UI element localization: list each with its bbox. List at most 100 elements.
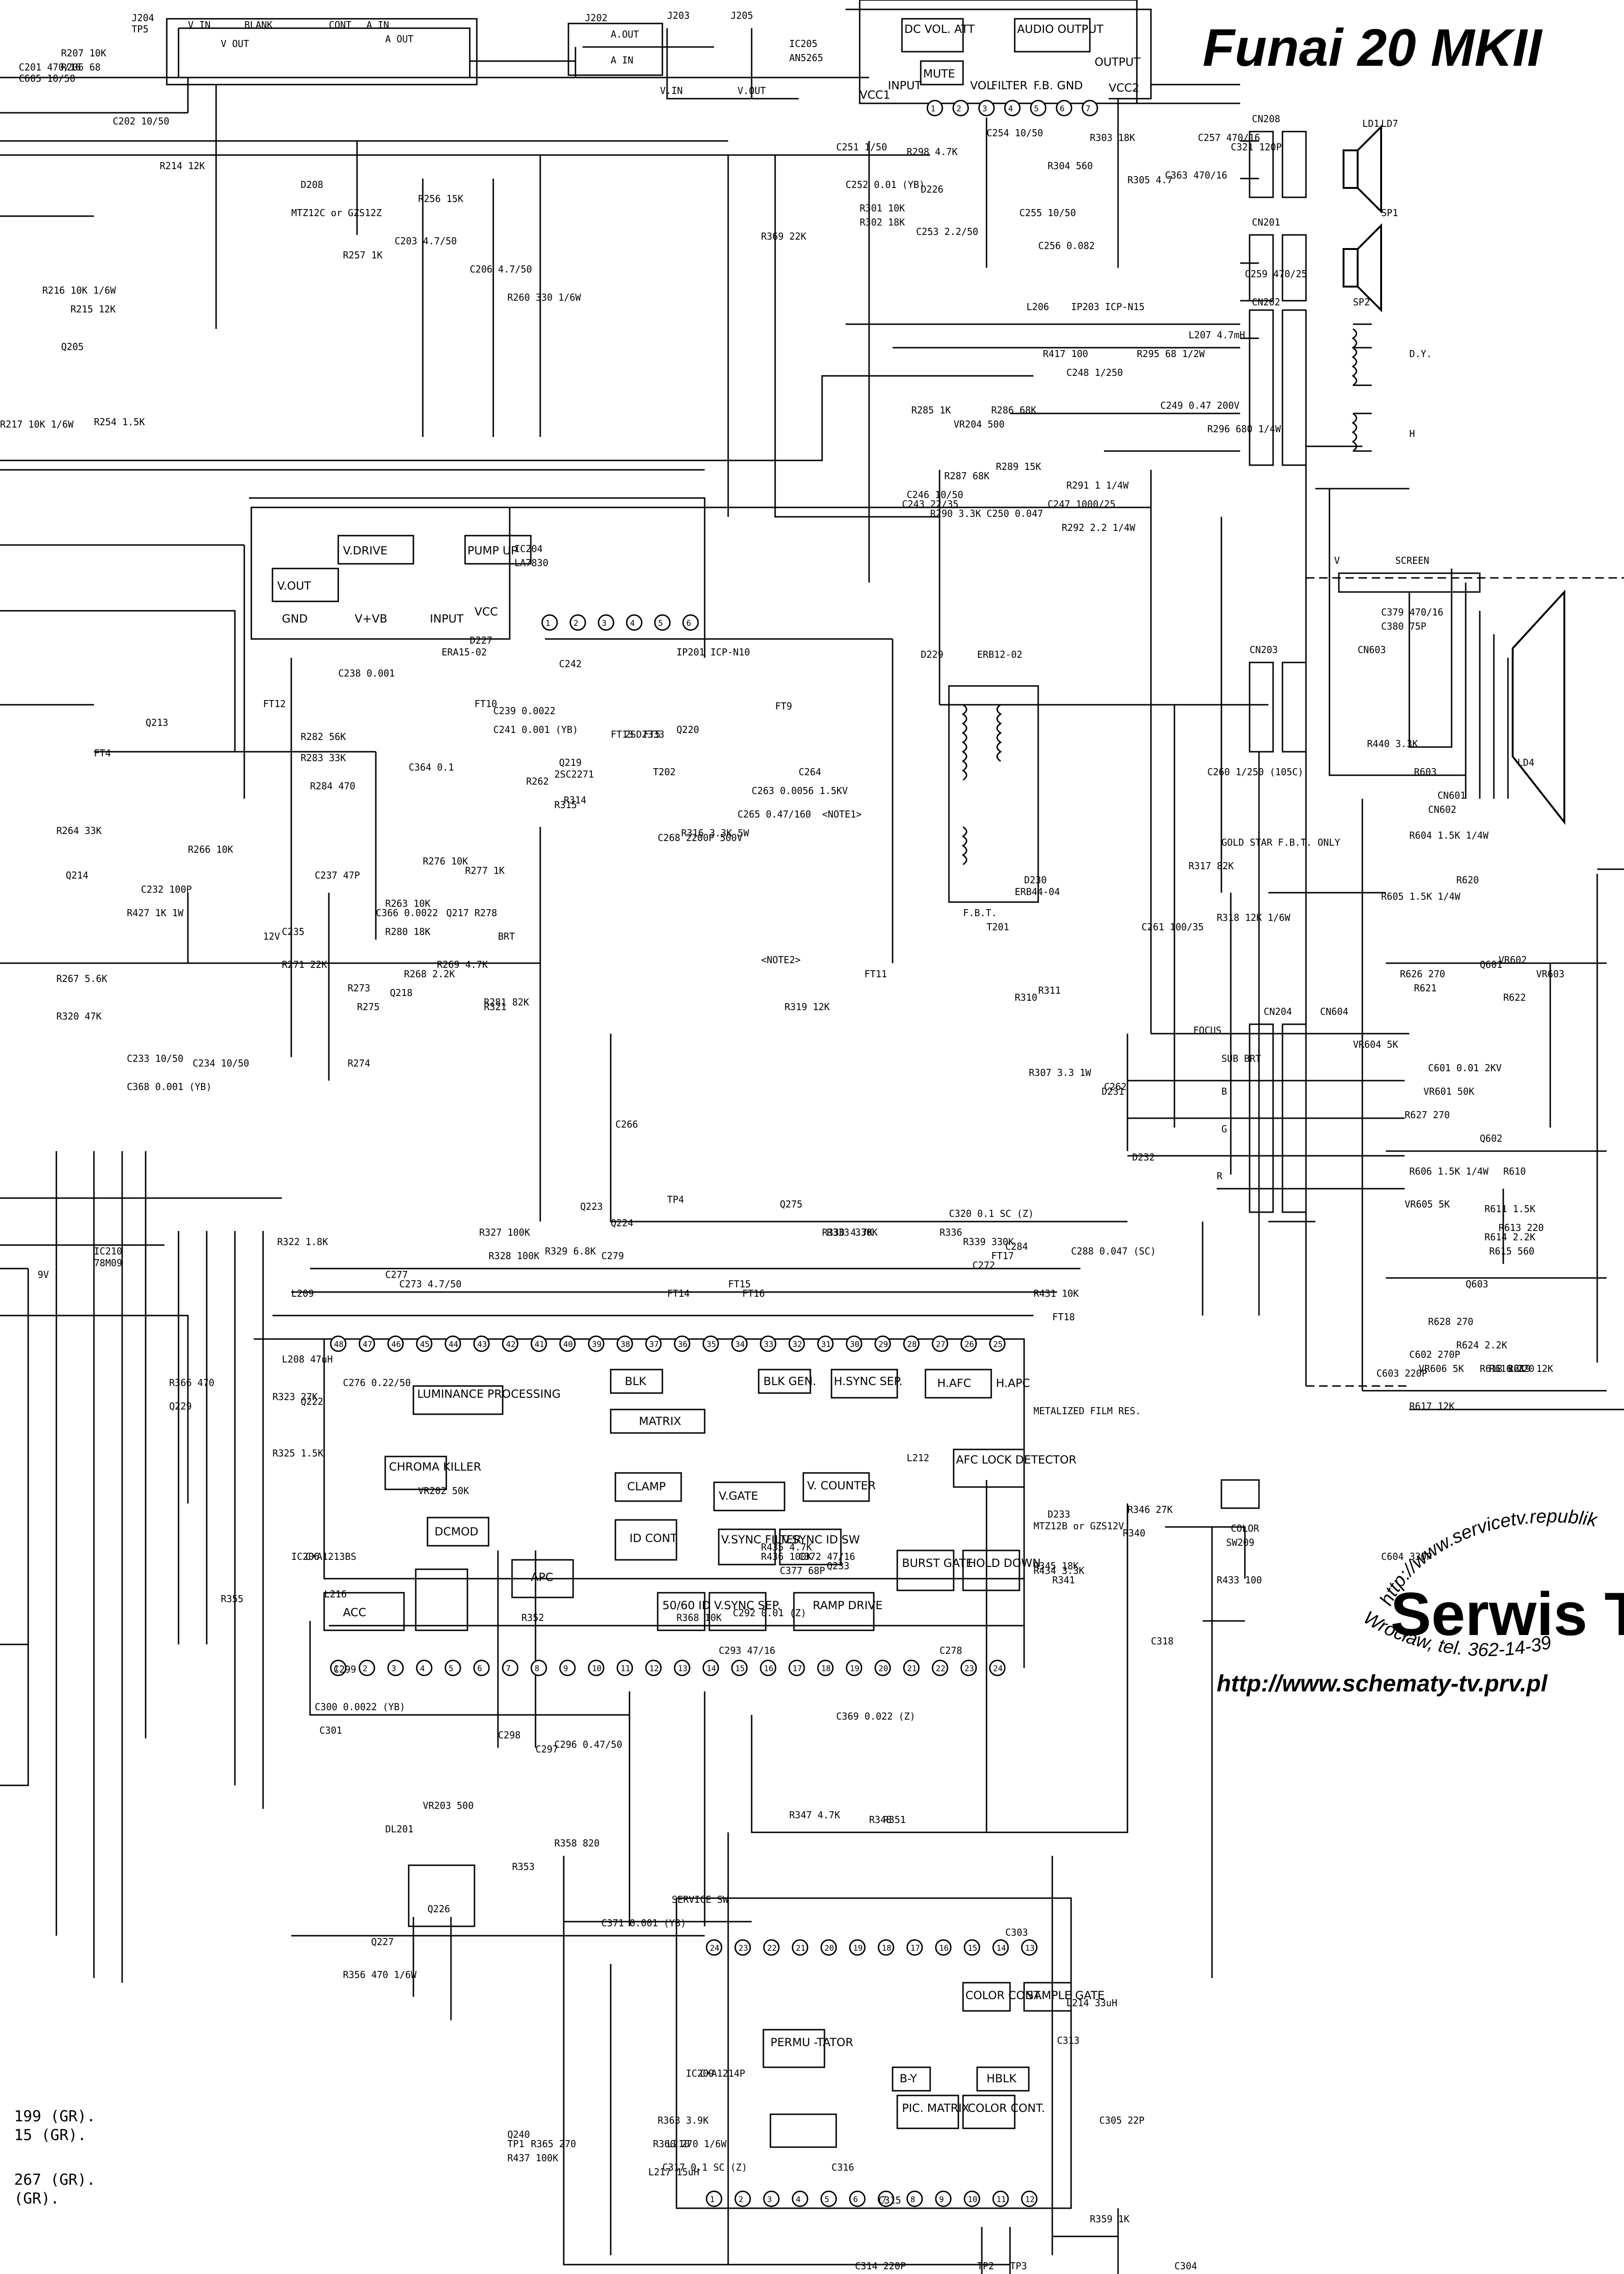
label-resistors: R314 [564,794,586,806]
ic-pin [846,1335,863,1352]
label-resistors: R321 [484,1001,506,1012]
label-resistors: R282 56K [301,731,346,742]
label-connectors: V.IN [660,85,683,96]
ic-pin [731,1659,748,1676]
label-resistors: R292 2.2 1/4W [1062,522,1135,533]
label-connectors: A IN [611,55,633,66]
ic-pin [992,1939,1009,1956]
ic206-part: CXA1213BS [305,1551,356,1562]
label-resistors: R322 1.8K [277,1236,328,1247]
label-transistors: 2SD2333 [625,729,664,740]
ic-pin [734,1939,751,1956]
label-resistors: R256 15K [418,193,463,204]
label-inductors: L206 [1026,301,1049,312]
label-connectors: A.OUT [611,29,639,40]
label-j204-pins: A OUT [385,33,413,45]
label-resistors: R434 3.3K [1033,1565,1084,1576]
ic210-part: 78M09 [94,1257,122,1269]
ic-pin-number: 13 [678,1664,687,1674]
label-connectors: LD1 [1362,118,1379,129]
ic209-color-cont-2: COLOR CONT. [968,2102,1045,2115]
ic-pin-number: 6 [1060,104,1065,114]
ic204-vcc: VCC [474,605,498,618]
label-resistors: R435 4.7K [761,1542,812,1553]
label-diodes: D227 [470,635,492,646]
label-capacitors: C304 [1174,2260,1197,2272]
label-capacitors: C318 [1151,1635,1173,1647]
label-resistors: R216 10K 1/6W [42,285,116,296]
label-capacitors: C300 0.0022 (YB) [315,1701,405,1713]
ic-pin-number: 15 [968,1944,977,1953]
ic-pin [926,100,943,117]
label-capacitors: C248 1/250 [1066,367,1123,378]
ic-pin-number: 6 [477,1664,482,1674]
label-capacitors: C604 330P [1381,1551,1432,1562]
label-resistors: R266 10K [188,844,233,855]
label-transistors: Q233 [827,1560,849,1572]
ic205-part: AN5265 [789,52,823,63]
label-resistors: R217 10K 1/6W [0,419,74,430]
label-transformers: T201 [987,921,1009,933]
label-inductors: L217 15uH [648,2166,699,2178]
ic209-ref: IC209 [686,2068,714,2079]
ic-pin-number: 45 [420,1340,429,1349]
ic209-color-cont-1: COLOR CONT. [965,1989,1042,2002]
label-transistors: Q217 [446,907,469,919]
label-diodes: D208 [301,179,323,190]
ic-pin-number: 12 [1025,2195,1034,2204]
ic-pin-number: 3 [767,2195,772,2204]
ic-pin-number: 9 [563,1664,568,1674]
label-resistors: R276 10K [423,856,468,867]
ic-pin-number: 8 [535,1664,539,1674]
label-capacitors: C305 22P [1099,2115,1144,2126]
ic-pin [1021,2190,1038,2207]
ic206-blkgen: BLK GEN. [763,1375,816,1388]
label-capacitors: C250 0.047 [987,508,1043,519]
label-j204-pins: BLANK [244,19,272,31]
label-variable-resistors: VR601 50K [1423,1086,1474,1097]
label-capacitors: C605 10/50 [19,73,75,84]
label-connectors: SW209 [1226,1537,1254,1548]
ic204-vvb: V+VB [355,612,387,625]
label-capacitors: C259 470/25 [1245,268,1307,280]
ic205-dcvol: DC VOL. ATT [904,23,975,36]
ic-pin-number: 27 [936,1340,945,1349]
ic-pin [569,614,586,631]
label-resistors: R613 220 [1499,1222,1544,1233]
label-transistors: Q222 [301,1396,323,1407]
ic205-block-labels: DC VOL. ATT AUDIO OUTPUT MUTE FILTER INP… [860,23,1141,101]
ic-pin-number: 3 [391,1664,396,1674]
label-transistors: Q229 [169,1401,192,1412]
ic-pin-number: 17 [793,1664,802,1674]
ic-pin [444,1335,461,1352]
ic-pin [645,1335,662,1352]
label-resistors: R287 68K [944,470,989,482]
ic205-output: OUTPUT [1095,55,1141,69]
label-resistors: R427 1K 1W [127,907,184,919]
ic-pin-number: 5 [824,2195,829,2204]
label-resistors: R318 12K 1/6W [1217,912,1290,923]
ic-pin-number: 11 [996,2195,1006,2204]
ic206-chroma-killer: CHROMA KILLER [389,1460,482,1473]
ic-pin [387,1659,404,1676]
label-connectors: B [1221,1086,1227,1097]
label-capacitors: C317 0.1 SC (Z) [662,2162,747,2173]
ic-pin [682,614,699,631]
label-variable-resistors: VR203 500 [423,1800,474,1811]
label-capacitors: C371 0.001 (YB) [601,1917,686,1929]
label-capacitors: C254 10/50 [987,127,1043,139]
ic204-pumpup: PUMP UP [467,544,518,557]
ic205-vol: VOL. [970,79,996,92]
label-capacitors: C298 [498,1729,521,1741]
label-resistors: R325 1.5K [272,1448,323,1459]
ic209-permutator: PERMU -TATOR [770,2036,853,2049]
label-notes: FT16 [742,1288,765,1299]
ic-pin-number: 3 [602,619,606,628]
label-connectors: CN203 [1250,644,1278,655]
label-diodes: MTZ12C or GZS12Z [291,207,382,218]
ic204-ref: IC204 [514,543,543,554]
ic-pin [358,1659,375,1676]
ic205-mute: MUTE [923,67,955,80]
label-notes: FT5 [644,729,660,740]
label-capacitors: C320 0.1 SC (Z) [949,1208,1034,1219]
